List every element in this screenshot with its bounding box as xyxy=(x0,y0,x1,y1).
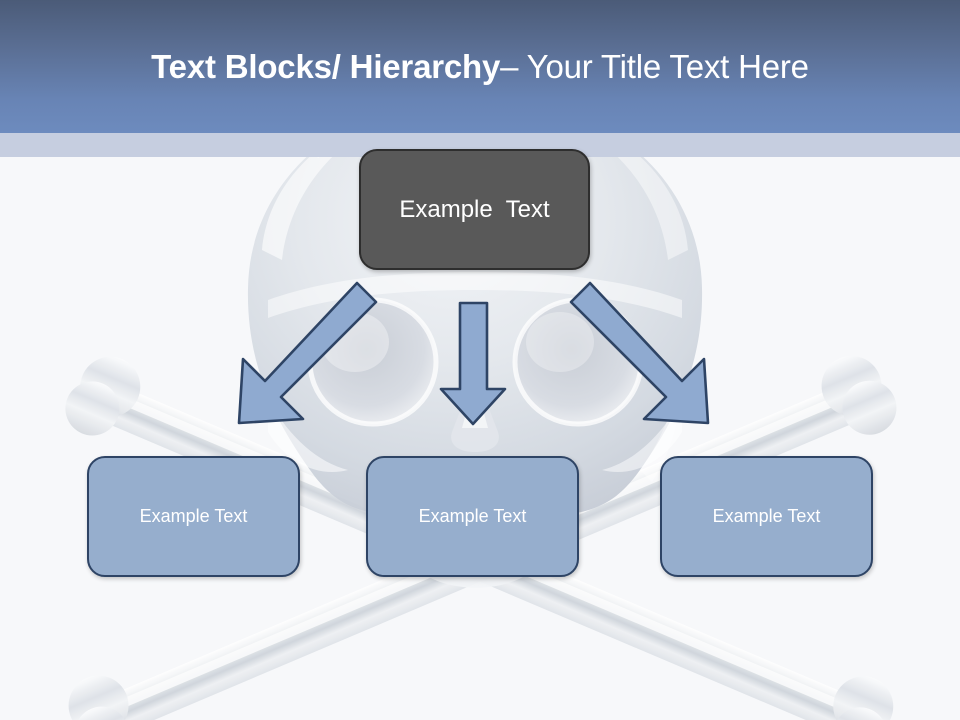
hierarchy-child-node-1[interactable]: Example Text xyxy=(87,456,300,577)
hierarchy-child-label-3: Example Text xyxy=(712,506,821,526)
hierarchy-child-node-2[interactable]: Example Text xyxy=(366,456,579,577)
arrow-down-icon xyxy=(439,301,507,426)
hierarchy-root-node[interactable]: Example Text xyxy=(359,149,590,270)
arrow-down-right-icon xyxy=(569,281,710,425)
hierarchy-child-label-1: Example Text xyxy=(139,506,248,526)
page-title: Text Blocks/ Hierarchy – Your Title Text… xyxy=(0,0,960,133)
hierarchy-root-label: Example Text xyxy=(399,195,550,223)
header-band xyxy=(0,0,960,133)
arrow-down-left-icon xyxy=(237,281,378,425)
hierarchy-child-node-3[interactable]: Example Text xyxy=(660,456,873,577)
hierarchy-child-label-2: Example Text xyxy=(418,506,527,526)
page-title-light: – Your Title Text Here xyxy=(500,47,809,85)
page-title-strong: Text Blocks/ Hierarchy xyxy=(151,47,501,85)
